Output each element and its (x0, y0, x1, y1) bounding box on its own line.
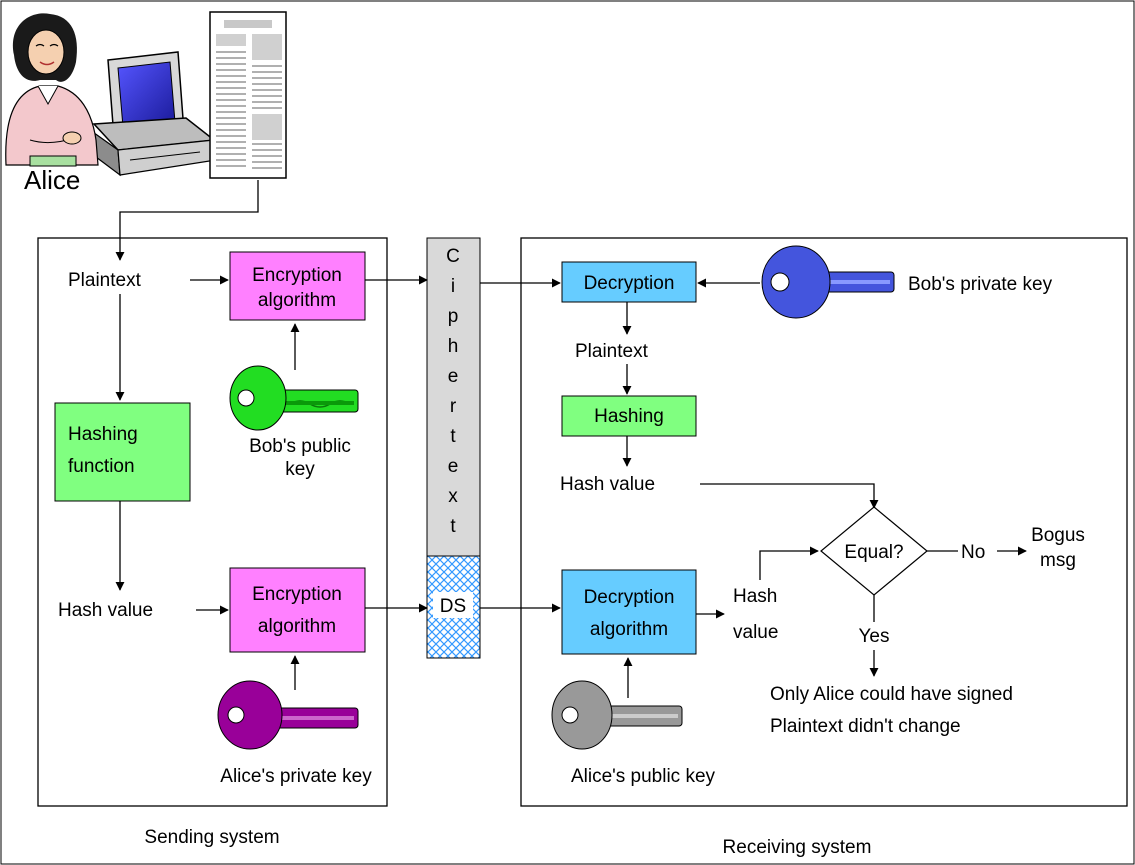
encryption-algorithm-box-top (229, 251, 366, 321)
conclusion-line-1: Only Alice could have signed (770, 684, 1013, 705)
sending-hash-value-label: Hash value (58, 600, 153, 621)
bob-public-key-icon (229, 365, 359, 431)
ciphertext-letter: r (450, 396, 457, 417)
yes-label: Yes (859, 626, 890, 647)
hashing-box (561, 395, 697, 437)
ciphertext-letter: i (451, 276, 455, 297)
alice-illustration (5, 11, 287, 179)
encryption-bottom-line-2: algorithm (258, 616, 336, 637)
alice-private-key-label: Alice's private key (220, 766, 372, 787)
alice-figure-icon (5, 13, 99, 167)
no-label: No (961, 542, 985, 563)
sending-system-caption: Sending system (144, 827, 279, 848)
sending-plaintext-label: Plaintext (68, 270, 142, 291)
ciphertext-letter: t (450, 426, 456, 447)
ds-label: DS (440, 596, 466, 617)
hashing-function-line-1: Hashing (68, 424, 138, 445)
ciphertext-bar (426, 237, 481, 557)
conclusion-line-2: Plaintext didn't change (770, 716, 961, 737)
ciphertext-letter: t (450, 516, 456, 537)
receiving-plaintext-label: Plaintext (575, 341, 649, 362)
alice-private-key-icon (217, 680, 359, 750)
ciphertext-letter: C (446, 246, 460, 267)
bob-public-key-line-1: Bob's public (249, 436, 351, 457)
decryption-box (561, 261, 697, 303)
decryption-algorithm-line-2: algorithm (590, 619, 668, 640)
receiving-system-panel (520, 237, 1128, 807)
ciphertext-letters: C i p h e r t e x t (446, 246, 460, 537)
alice-public-key-icon (551, 680, 683, 750)
hash-value-2-line-1: Hash (733, 586, 777, 607)
receiving-hash-value-label: Hash value (560, 474, 655, 495)
ciphertext-letter: e (448, 456, 459, 477)
encryption-top-line-2: algorithm (258, 290, 336, 311)
alice-label: Alice (24, 165, 80, 195)
equal-label: Equal? (844, 542, 903, 563)
computer-icon (89, 51, 217, 177)
bogus-line-2: msg (1040, 550, 1076, 571)
hash-value-2-line-2: value (733, 622, 778, 643)
receiving-system-caption: Receiving system (723, 837, 872, 858)
decryption-algorithm-box (561, 569, 697, 655)
encryption-algorithm-box-bottom (229, 567, 366, 653)
decryption-algorithm-line-1: Decryption (584, 587, 675, 608)
sending-system-panel (37, 237, 388, 807)
hashing-function-line-2: function (68, 456, 135, 477)
ciphertext-letter: x (448, 486, 458, 507)
decryption-label: Decryption (584, 273, 675, 294)
hashing-label: Hashing (594, 406, 664, 427)
encryption-top-line-1: Encryption (252, 265, 342, 286)
encryption-bottom-line-1: Encryption (252, 584, 342, 605)
document-icon (209, 11, 287, 179)
ciphertext-letter: e (448, 366, 459, 387)
bob-public-key-line-2: key (285, 459, 315, 480)
ciphertext-letter: p (448, 306, 459, 327)
ciphertext-letter: h (448, 336, 459, 357)
alice-public-key-label: Alice's public key (571, 766, 716, 787)
hashing-function-box (54, 402, 191, 502)
bob-private-key-label: Bob's private key (908, 274, 1053, 295)
bob-private-key-icon (761, 245, 895, 319)
bogus-line-1: Bogus (1031, 525, 1085, 546)
